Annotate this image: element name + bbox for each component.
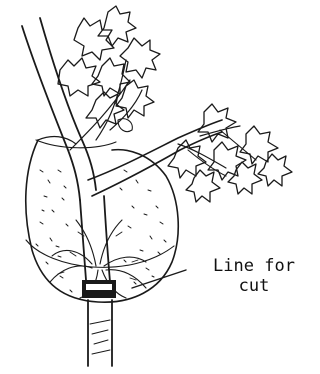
- upper-foliage: [58, 6, 160, 150]
- right-branch: [88, 120, 240, 196]
- moss-ball: [26, 137, 179, 303]
- callout-leader-line: [132, 270, 186, 288]
- callout-line-1: Line for: [192, 256, 316, 276]
- main-trunk: [22, 18, 112, 366]
- cut-ring: [82, 280, 116, 298]
- callout-label: Line for cut: [192, 256, 316, 296]
- callout-line-2: cut: [192, 276, 316, 296]
- right-foliage: [168, 104, 292, 202]
